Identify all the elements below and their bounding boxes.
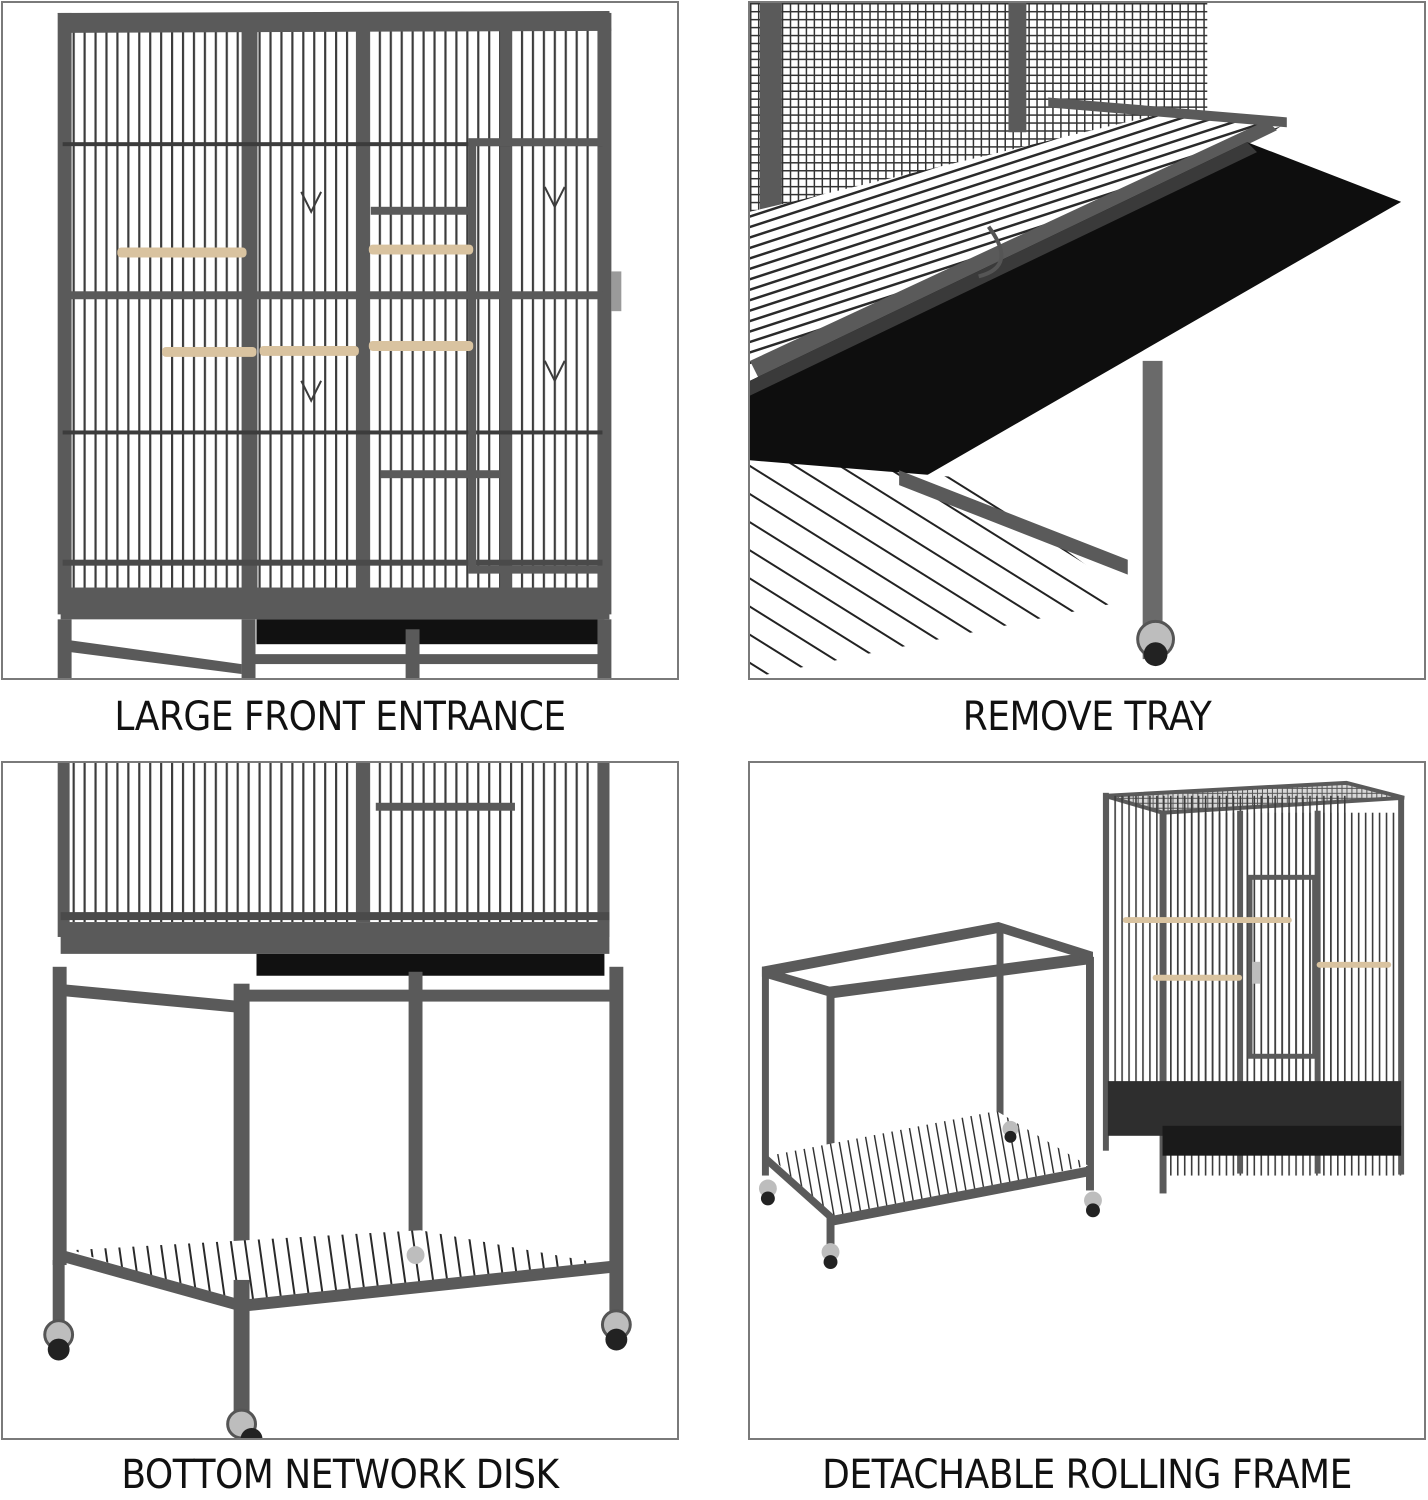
caption-detachable-rolling-frame: DETACHABLE ROLLING FRAME [822,1452,1352,1498]
detached-frame-and-cage-illustration [758,780,1405,1270]
image-panel-detachable-rolling-frame [748,761,1426,1440]
image-panel-bottom-network-disk [1,761,679,1440]
caption-large-front-entrance: LARGE FRONT ENTRANCE [114,694,566,740]
cage-front-illustration [57,10,622,678]
rolling-stand-illustration [43,763,632,1438]
caption-bottom-network-disk: BOTTOM NETWORK DISK [121,1452,559,1498]
caption-remove-tray: REMOVE TRAY [962,694,1212,740]
tray-illustration [750,3,1402,678]
image-panel-remove-tray [748,1,1426,680]
image-panel-large-front-entrance [1,1,679,680]
